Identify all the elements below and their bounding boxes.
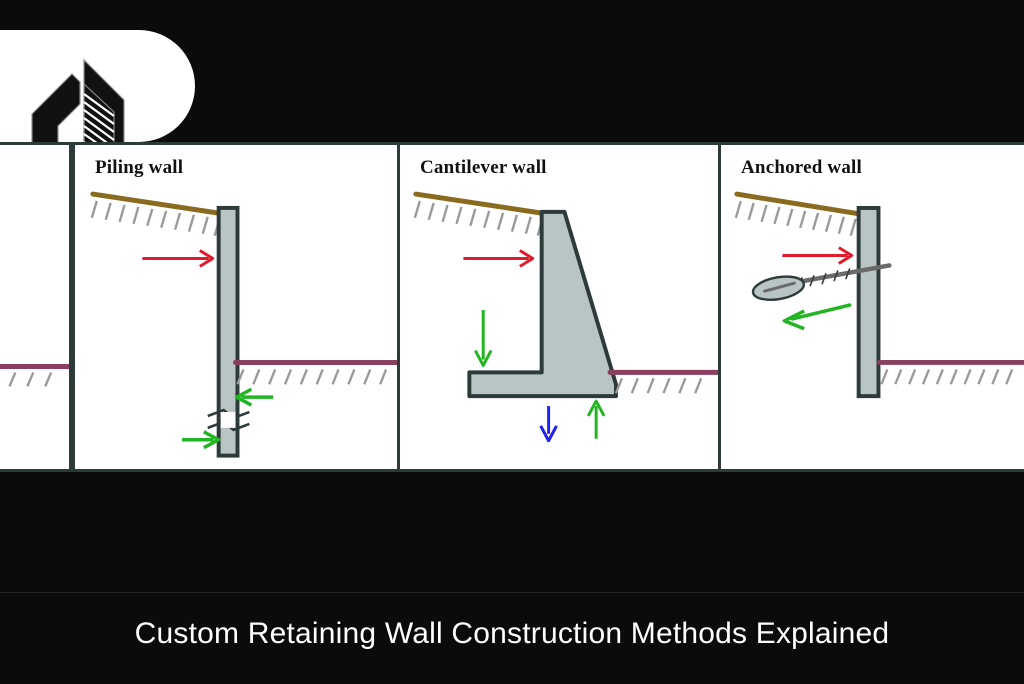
panel-title-anchored: Anchored wall [741,157,863,178]
panel-partial-left [0,145,72,469]
arrow-lateral-pressure [782,246,854,265]
arrow-passive-lower [182,430,221,450]
caption-divider [0,592,1024,593]
hatch-upper [734,200,857,237]
arrow-lateral-pressure [142,249,215,268]
arrow-passive-upper [234,387,274,407]
caption-text: Custom Retaining Wall Construction Metho… [134,617,890,650]
lower-black-band [0,472,1024,684]
hatch-lower [614,377,703,394]
hatch-upper [413,200,544,237]
arrow-backfill-weight [473,309,493,367]
ground-anchor-rod [751,263,892,301]
panel-title-cantilever: Cantilever wall [420,157,547,178]
hatch-lower [236,368,388,385]
logo-pill-background [0,30,195,165]
panel-cantilever-wall: Cantilever wall [397,145,718,469]
panel-title-piling: Piling wall [95,157,184,178]
panel-piling-wall: Piling wall [72,145,397,469]
anchored-wall-body [856,205,881,399]
arrow-tieback-force [782,303,852,331]
arrow-lateral-pressure [463,249,535,268]
hatch-lower [880,368,1014,385]
partial-wall-diagram [0,364,69,387]
cantilever-wall-diagram [413,191,718,443]
diagram-strip: Piling wall [0,142,1024,472]
top-black-band [0,0,1024,165]
arrow-bearing-reaction [586,399,606,439]
caption-bar: Custom Retaining Wall Construction Metho… [0,598,1024,670]
panel-anchored-wall: Anchored wall [718,145,1024,469]
cantilever-wall-body [467,209,618,399]
arrow-self-weight [539,406,558,443]
piling-wall-diagram [90,191,397,458]
anchored-wall-diagram [734,191,1024,399]
hatch-upper [90,200,221,237]
